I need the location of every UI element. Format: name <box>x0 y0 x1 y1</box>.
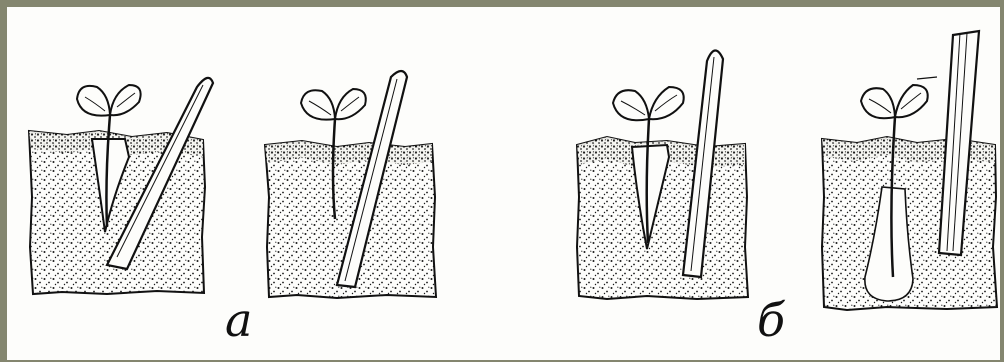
seedling-transplant-diagram <box>7 7 1000 360</box>
panel-b1 <box>577 50 748 299</box>
panel-a2 <box>265 71 436 298</box>
illustration-canvas: а б <box>7 7 1000 360</box>
panel-b2 <box>822 31 997 310</box>
panel-a1 <box>29 78 213 294</box>
label-b: б <box>757 297 785 343</box>
label-a: а <box>225 297 252 343</box>
